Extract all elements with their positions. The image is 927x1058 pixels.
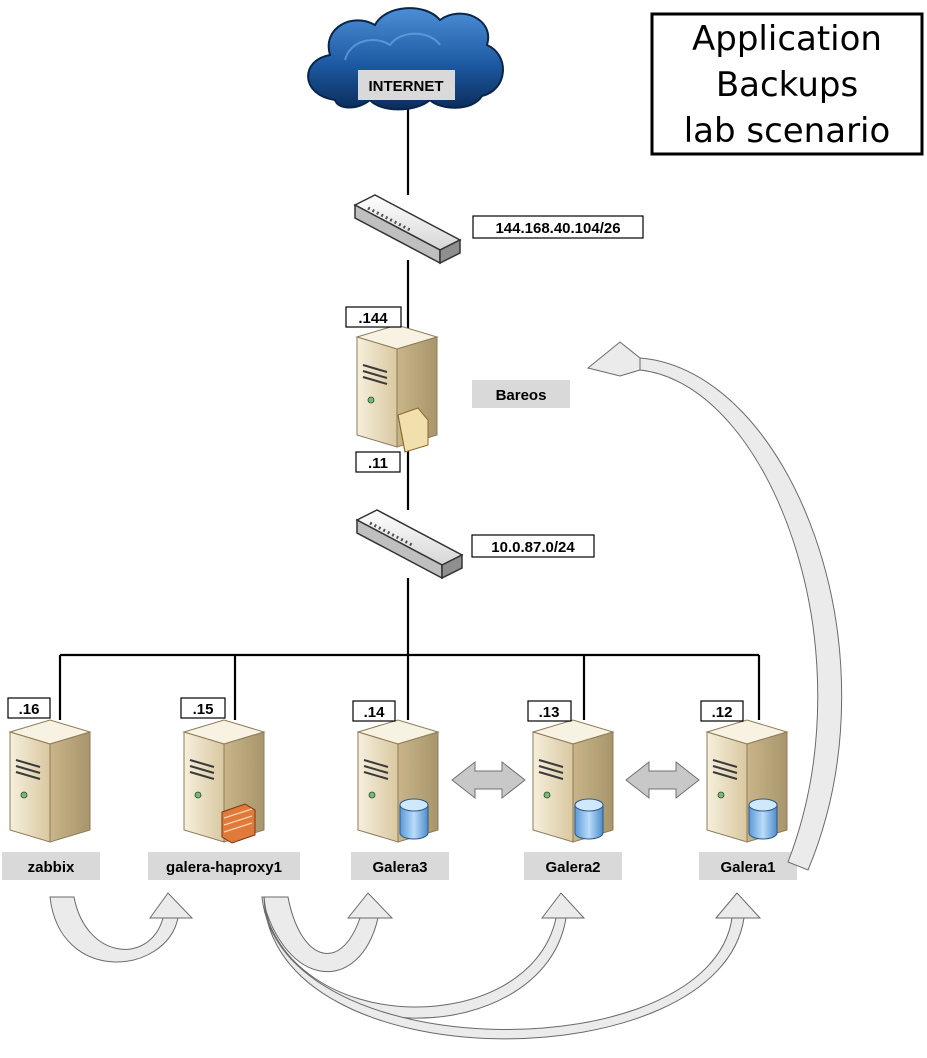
haproxy-ip: .15 (193, 701, 214, 718)
title-line-2: Backups (716, 65, 858, 105)
zabbix-label-bg (2, 852, 100, 880)
server-galera2: .13 Galera2 (524, 700, 622, 880)
galera3-ip: .14 (364, 704, 386, 721)
server-galera-haproxy1: .15 galera-haproxy1 (148, 697, 300, 880)
galera2-label: Galera2 (545, 859, 600, 876)
internet-cloud: INTERNET (307, 7, 504, 111)
server-galera3: .14 Galera3 (351, 700, 449, 880)
galera3-ip-box (352, 700, 396, 722)
network-wiring (58, 100, 761, 720)
galera2-ip-box (527, 700, 572, 722)
zabbix-ip: .16 (19, 701, 40, 718)
bareos-internal-ip: .11 (368, 455, 388, 472)
galera2-ip: .13 (539, 704, 560, 721)
replication-arrow-galera3-galera2 (451, 760, 526, 800)
haproxy-ip-box (180, 697, 226, 719)
galera3-label: Galera3 (372, 859, 427, 876)
bareos-internal-ip-box (355, 451, 401, 473)
zabbix-label: zabbix (28, 859, 75, 876)
bareos-external-ip: .144 (358, 310, 388, 327)
external-network-label: 144.168.40.104/26 (495, 220, 620, 237)
monitor-arrow-zabbix-haproxy (49, 892, 194, 963)
galera2-label-bg (524, 852, 622, 880)
bareos-server: .144 .11 Bareos (345, 306, 570, 473)
external-switch: 144.168.40.104/26 (353, 194, 644, 265)
external-network-label-box (472, 215, 644, 239)
galera1-ip: .12 (712, 704, 733, 721)
monitor-arrow-haproxy-galera1 (261, 892, 762, 1040)
bareos-external-ip-box (345, 306, 402, 328)
galera3-label-bg (351, 852, 449, 880)
galera1-ip-box (700, 700, 744, 722)
file-folder-icon (397, 407, 429, 453)
database-icon (574, 798, 604, 840)
server-zabbix: .16 zabbix (2, 697, 100, 880)
zabbix-ip-box (7, 697, 51, 719)
server-galera1: .12 Galera1 (699, 700, 797, 880)
monitor-arrow-haproxy-galera3 (261, 892, 394, 972)
galera1-label-bg (699, 852, 797, 880)
internet-label-bg (358, 70, 455, 100)
firewall-icon (221, 803, 256, 844)
backup-arrow-galera1-bareos (586, 341, 843, 871)
internet-label: INTERNET (369, 78, 444, 95)
haproxy-label-bg (148, 852, 300, 880)
database-icon (399, 798, 429, 840)
galera1-label: Galera1 (720, 859, 775, 876)
zabbix-server-icon (9, 719, 91, 843)
internal-network-label: 10.0.87.0/24 (491, 539, 575, 556)
title-line-1: Application (692, 19, 882, 59)
bareos-label-bg (472, 380, 570, 408)
internal-switch: 10.0.87.0/24 (355, 509, 595, 580)
internal-network-label-box (471, 534, 595, 558)
bareos-label: Bareos (496, 387, 547, 404)
title-box: Application Backups lab scenario (650, 12, 924, 156)
replication-arrow-galera2-galera1 (625, 760, 700, 800)
haproxy-label: galera-haproxy1 (166, 859, 282, 876)
title-line-3: lab scenario (684, 111, 891, 151)
database-icon (748, 798, 778, 840)
